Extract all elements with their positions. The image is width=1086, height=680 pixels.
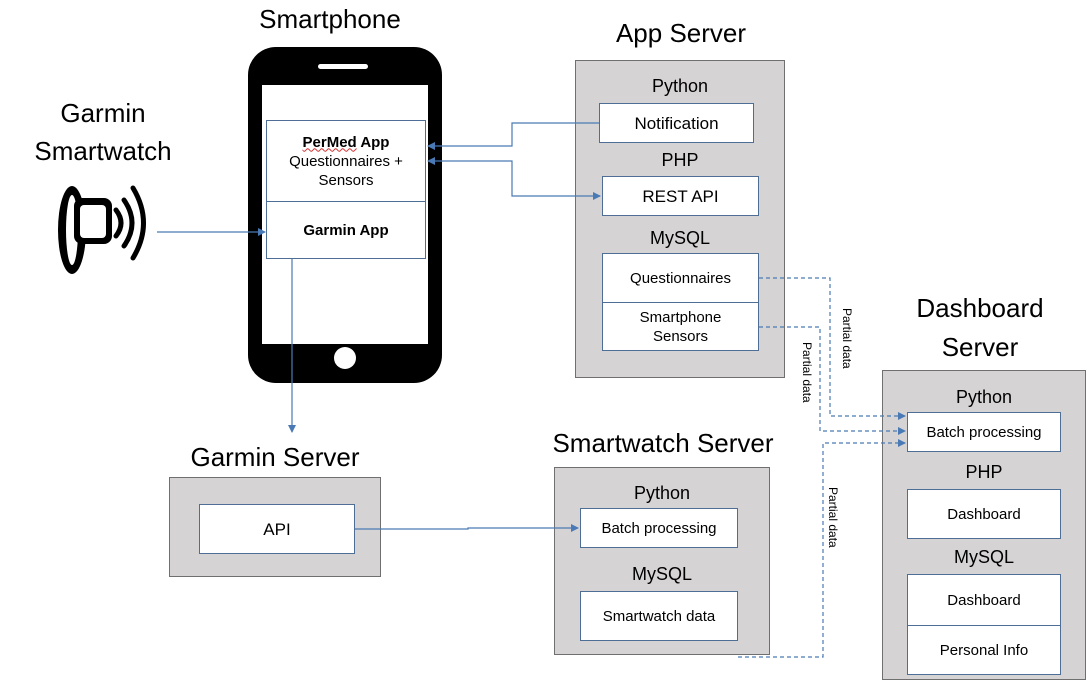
questionnaires-table: Questionnaires bbox=[602, 253, 759, 303]
edge-notification-to-permed-app bbox=[427, 122, 599, 150]
partial-data-label-1: Partial data bbox=[840, 308, 854, 369]
smartphone-sensors-line2: Sensors bbox=[652, 327, 709, 345]
smartwatch-batch-processing-box: Batch processing bbox=[580, 508, 738, 548]
edge-smartwatch-data-to-dashboard bbox=[738, 439, 906, 658]
smartphone-sensors-line1: Smartphone bbox=[639, 308, 722, 326]
app-server-mysql-label: MySQL bbox=[649, 228, 710, 248]
smartwatch-server-mysql-label: MySQL bbox=[631, 564, 692, 584]
dashboard-server-title-line1: Dashboard bbox=[916, 293, 1044, 323]
dashboard-batch-processing-box: Batch processing bbox=[907, 412, 1061, 452]
dashboard-mysql-label: MySQL bbox=[953, 547, 1014, 567]
dashboard-python-label: Python bbox=[955, 387, 1013, 407]
garmin-smartwatch-title-line1: Garmin bbox=[60, 98, 146, 128]
smartwatch-icon bbox=[58, 185, 146, 274]
garmin-app-box: Garmin App bbox=[266, 201, 426, 259]
dashboard-php-label: PHP bbox=[965, 462, 1003, 482]
edge-sensors-to-dashboard bbox=[759, 326, 906, 435]
partial-data-label-3: Partial data bbox=[826, 487, 840, 548]
notification-box: Notification bbox=[599, 103, 754, 143]
dashboard-table: Dashboard bbox=[907, 574, 1061, 626]
permed-app-line2: Questionnaires + bbox=[289, 152, 403, 170]
edge-questionnaires-to-dashboard bbox=[759, 277, 906, 420]
phone-home-button bbox=[334, 347, 356, 369]
app-server-title: App Server bbox=[615, 18, 747, 48]
permed-app-line3: Sensors bbox=[318, 171, 374, 189]
permed-app-name: PerMed bbox=[302, 133, 357, 151]
edge-permed-app-rest-api bbox=[427, 157, 601, 200]
partial-data-label-2: Partial data bbox=[800, 342, 814, 403]
smartwatch-server-title: Smartwatch Server bbox=[552, 428, 774, 458]
phone-speaker bbox=[318, 64, 368, 69]
dashboard-server-title-line2: Server bbox=[941, 332, 1019, 362]
edge-api-to-batch-processing bbox=[355, 524, 579, 532]
permed-app-box: PerMed App Questionnaires + Sensors bbox=[266, 120, 426, 202]
app-server-python-label: Python bbox=[651, 76, 709, 96]
personal-info-table: Personal Info bbox=[907, 625, 1061, 675]
garmin-smartwatch-title-line2: Smartwatch bbox=[34, 136, 172, 166]
smartwatch-server-python-label: Python bbox=[633, 483, 691, 503]
rest-api-box: REST API bbox=[602, 176, 759, 216]
smartphone-title: Smartphone bbox=[259, 4, 401, 34]
dashboard-box: Dashboard bbox=[907, 489, 1061, 539]
app-server-php-label: PHP bbox=[661, 150, 699, 170]
smartwatch-data-table: Smartwatch data bbox=[580, 591, 738, 641]
smartphone-sensors-table: Smartphone Sensors bbox=[602, 302, 759, 351]
garmin-api-box: API bbox=[199, 504, 355, 554]
garmin-server-title: Garmin Server bbox=[190, 442, 360, 472]
permed-app-suffix: App bbox=[356, 133, 390, 151]
